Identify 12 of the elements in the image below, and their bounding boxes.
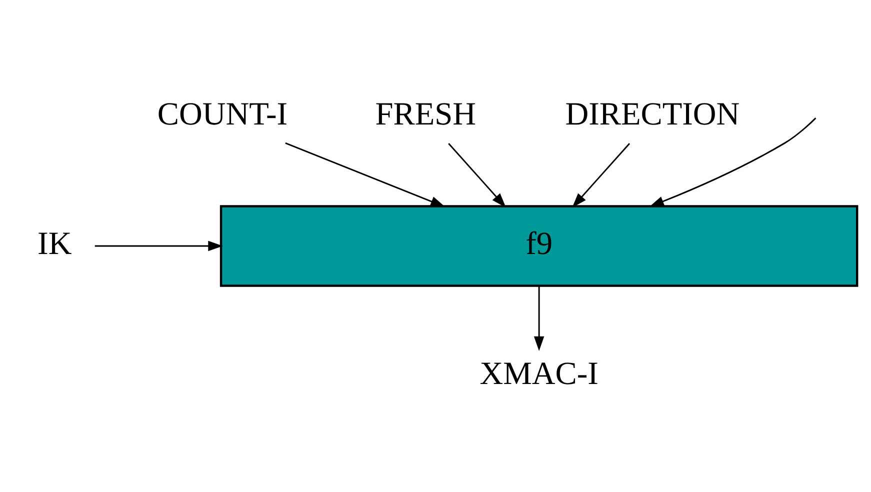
node-text: FRESH — [374, 96, 476, 133]
arrow — [648, 118, 816, 207]
arrow — [533, 286, 544, 352]
node-text: XMAC-I — [479, 356, 598, 392]
arrow — [448, 143, 506, 208]
node-text: COUNT-I — [156, 96, 288, 133]
arrow — [572, 143, 630, 208]
node-box: f9 — [219, 205, 858, 287]
node-text: IK — [37, 226, 72, 262]
arrow — [94, 240, 222, 252]
node-text: DIRECTION — [564, 96, 740, 133]
arrow — [284, 142, 445, 208]
